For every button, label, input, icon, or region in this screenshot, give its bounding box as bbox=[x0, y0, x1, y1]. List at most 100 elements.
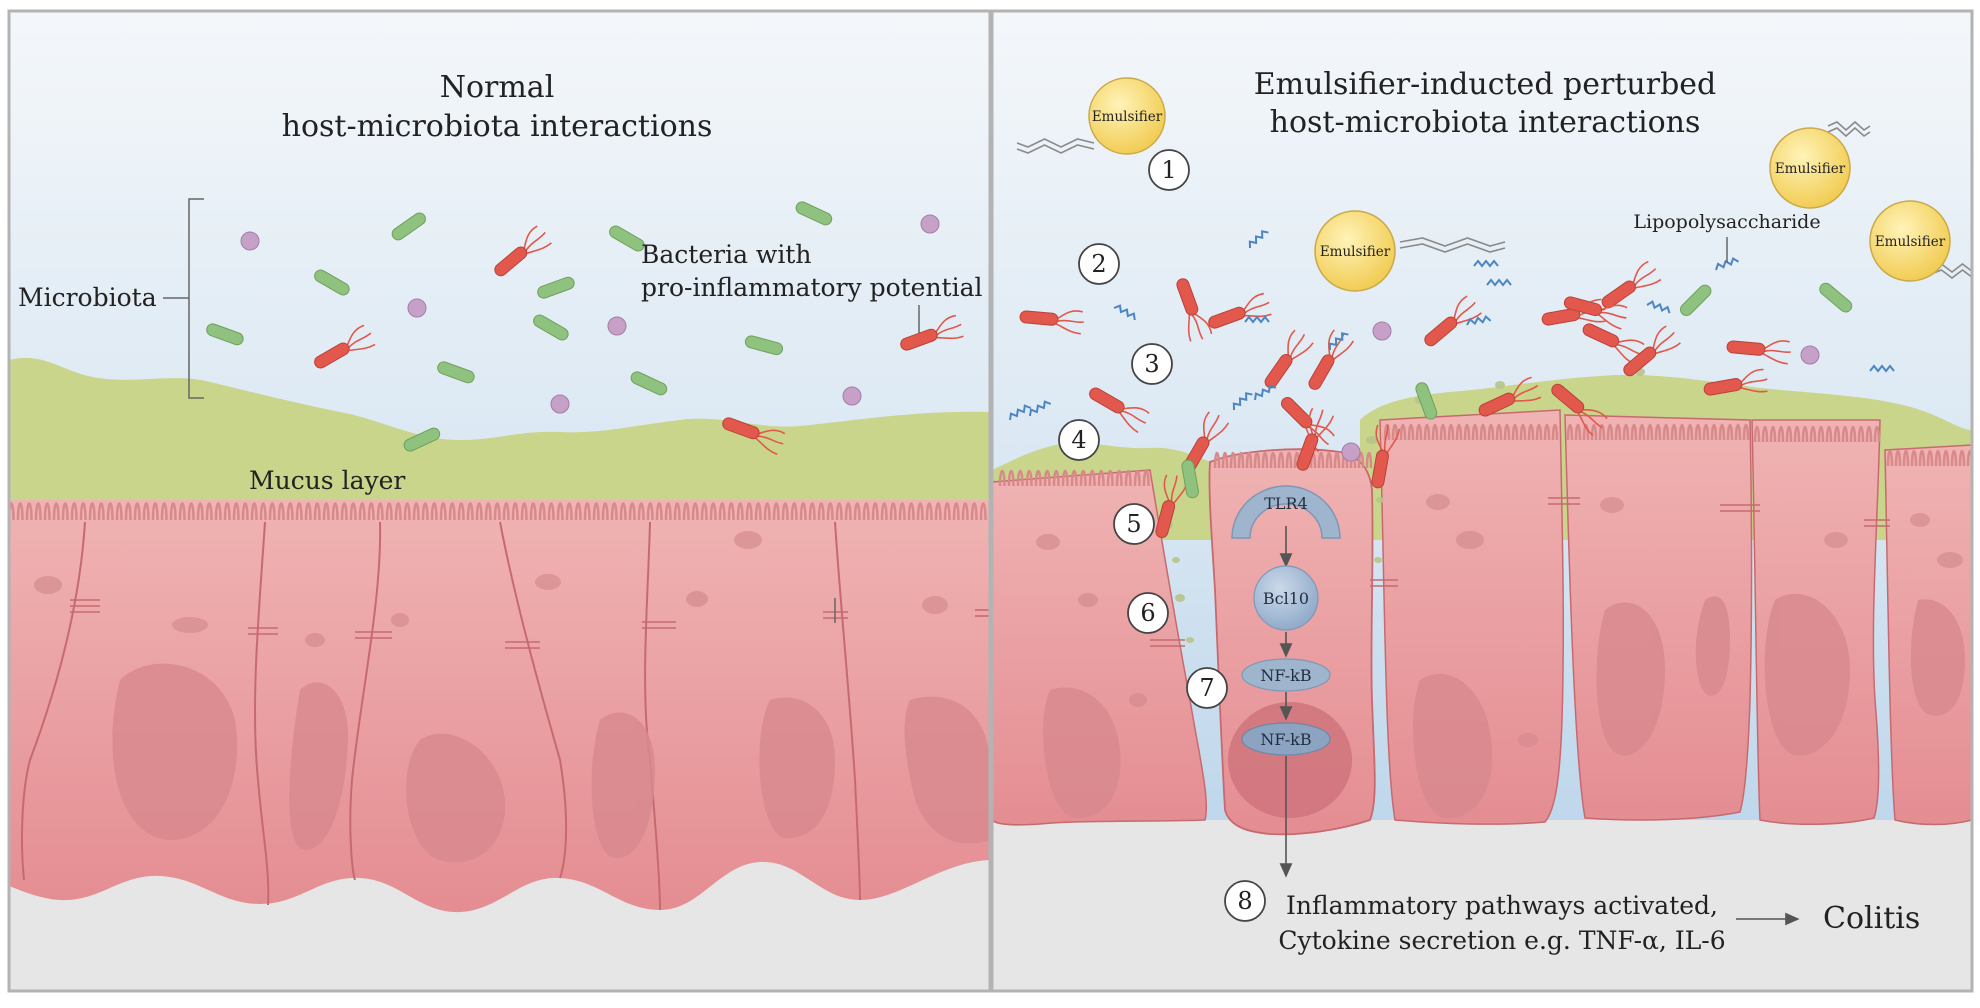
microbial-particle bbox=[1341, 442, 1361, 462]
svg-text:1: 1 bbox=[1161, 156, 1176, 184]
lps-molecule bbox=[1254, 384, 1277, 401]
colitis-label: Colitis bbox=[1823, 901, 1920, 936]
emulsifier-molecule: Emulsifier bbox=[1016, 77, 1166, 155]
mucus-layer-label: Mucus layer bbox=[249, 466, 405, 495]
microvilli-border-perturbed bbox=[998, 423, 1972, 487]
microvilli-border bbox=[9, 502, 987, 521]
pro-inflammatory-bacterium bbox=[722, 417, 786, 456]
lps-molecule bbox=[1646, 300, 1671, 314]
left-panel-frame bbox=[7, 9, 992, 993]
svg-text:4: 4 bbox=[1071, 426, 1086, 454]
lps-molecule bbox=[1009, 404, 1032, 421]
pro-inflammatory-bacterium bbox=[1703, 368, 1768, 396]
nfkb-node bbox=[1241, 658, 1331, 692]
mucus-layer bbox=[9, 357, 990, 520]
emulsifier-label: Emulsifier bbox=[1775, 161, 1846, 177]
pro-inflammatory-bacterium bbox=[494, 225, 552, 277]
svg-text:6: 6 bbox=[1140, 599, 1155, 627]
commensal-bacterium bbox=[437, 361, 475, 384]
microbial-particle bbox=[842, 386, 862, 406]
emulsifier-molecule: Emulsifier bbox=[1769, 120, 1871, 209]
tight-junctions bbox=[70, 599, 990, 649]
commensal-bacterium bbox=[533, 314, 569, 341]
microbial-particle bbox=[407, 298, 427, 318]
tlr4-pathway bbox=[1231, 485, 1341, 878]
commensal-bacterium bbox=[609, 225, 645, 252]
nfkb-nuclear-label: NF-kB bbox=[1260, 730, 1311, 749]
left-panel: Normal host-microbiota interactions Micr… bbox=[9, 11, 990, 991]
lps-molecule bbox=[1029, 400, 1052, 417]
pro-inflammatory-bacterium bbox=[1424, 295, 1482, 347]
pro-inflammatory-bacterium bbox=[1264, 329, 1314, 389]
commensal-bacterium bbox=[1415, 382, 1438, 420]
microbiota-label: Microbiota bbox=[18, 283, 157, 312]
lps-molecule bbox=[1248, 230, 1269, 249]
epithelium bbox=[9, 500, 990, 913]
right-title-line2: host-microbiota interactions bbox=[1270, 105, 1701, 140]
commensal-bacterium bbox=[744, 335, 784, 356]
pro-inflammatory-bacterium bbox=[1623, 325, 1681, 377]
right-panel: EmulsifierEmulsifierEmulsifierEmulsifier… bbox=[992, 11, 1972, 991]
step-marker-4: 4 bbox=[1058, 419, 1100, 461]
left-title-line2: host-microbiota interactions bbox=[282, 109, 713, 144]
outcome-line2: Cytokine secretion e.g. TNF-α, IL-6 bbox=[1278, 926, 1725, 955]
bcl10-node bbox=[1253, 565, 1319, 631]
cell-inclusions-perturbed bbox=[1036, 494, 1963, 747]
lps-molecule bbox=[1473, 259, 1499, 268]
pro-inflammatory-bacterium bbox=[1601, 260, 1662, 309]
bcl10-label: Bcl10 bbox=[1263, 589, 1309, 608]
step-marker-1: 1 bbox=[1148, 149, 1190, 191]
step-marker-5: 5 bbox=[1113, 503, 1155, 545]
submucosa-floor-perturbed bbox=[992, 820, 1972, 991]
step-marker-7: 7 bbox=[1186, 667, 1228, 709]
microbial-particle bbox=[607, 316, 627, 336]
right-title-line1: Emulsifier-inducted perturbed bbox=[1254, 67, 1716, 102]
commensal-bacterium bbox=[206, 323, 244, 346]
lps-molecule bbox=[1328, 332, 1349, 351]
left-title-line1: Normal bbox=[440, 70, 555, 105]
nuclei-perturbed bbox=[1043, 593, 1965, 819]
step-marker-6: 6 bbox=[1127, 592, 1169, 634]
emulsifier-molecule: Emulsifier bbox=[1314, 210, 1506, 292]
pro-inflammatory-bacterium bbox=[1478, 376, 1542, 417]
step-marker-8: 8 bbox=[1224, 880, 1266, 922]
lps-molecule bbox=[1466, 315, 1492, 326]
commensal-bacterium bbox=[1680, 284, 1712, 316]
svg-text:7: 7 bbox=[1199, 674, 1214, 702]
emulsifier-label: Emulsifier bbox=[1092, 109, 1163, 125]
lps-molecule bbox=[1232, 392, 1253, 411]
pro-inflammatory-bacterium bbox=[314, 324, 376, 369]
pro-inflammatory-bacterium bbox=[1019, 310, 1084, 335]
microbial-particle bbox=[920, 214, 940, 234]
pro-inflammatory-bacterium bbox=[1371, 424, 1401, 489]
commensal-bacterium bbox=[1181, 459, 1199, 499]
tlr4-label: TLR4 bbox=[1264, 494, 1308, 513]
emulsifier-molecule: Emulsifier bbox=[1869, 200, 1972, 282]
commensal-bacterium bbox=[403, 427, 441, 452]
commensal-bacterium bbox=[314, 269, 350, 296]
step-marker-3: 3 bbox=[1131, 343, 1173, 385]
pro-inflammatory-bacterium bbox=[1089, 387, 1150, 434]
svg-text:5: 5 bbox=[1126, 510, 1141, 538]
commensal-bacterium bbox=[630, 371, 668, 396]
bacteria-label-line1: Bacteria with bbox=[641, 240, 811, 269]
microbial-particle bbox=[240, 231, 260, 251]
right-microbiota bbox=[1019, 260, 1853, 539]
lps-molecule bbox=[1244, 315, 1270, 324]
pro-inflammatory-bacterium bbox=[1563, 296, 1628, 330]
tlr4-receptor bbox=[1231, 485, 1341, 539]
infected-cell-nucleus bbox=[1228, 702, 1352, 818]
pro-inflammatory-bacterium bbox=[1296, 407, 1335, 471]
svg-text:8: 8 bbox=[1237, 887, 1252, 915]
nfkb-label: NF-kB bbox=[1260, 666, 1311, 685]
pro-inflammatory-bacterium bbox=[1208, 292, 1272, 329]
bacteria-label-line2: pro-inflammatory potential bbox=[641, 273, 983, 302]
lps-molecule bbox=[1113, 304, 1136, 321]
lps-label: Lipopolysaccharide bbox=[1633, 211, 1820, 233]
microbial-particle bbox=[1372, 321, 1392, 341]
commensal-bacterium bbox=[795, 201, 833, 226]
step-marker-2: 2 bbox=[1078, 243, 1120, 285]
